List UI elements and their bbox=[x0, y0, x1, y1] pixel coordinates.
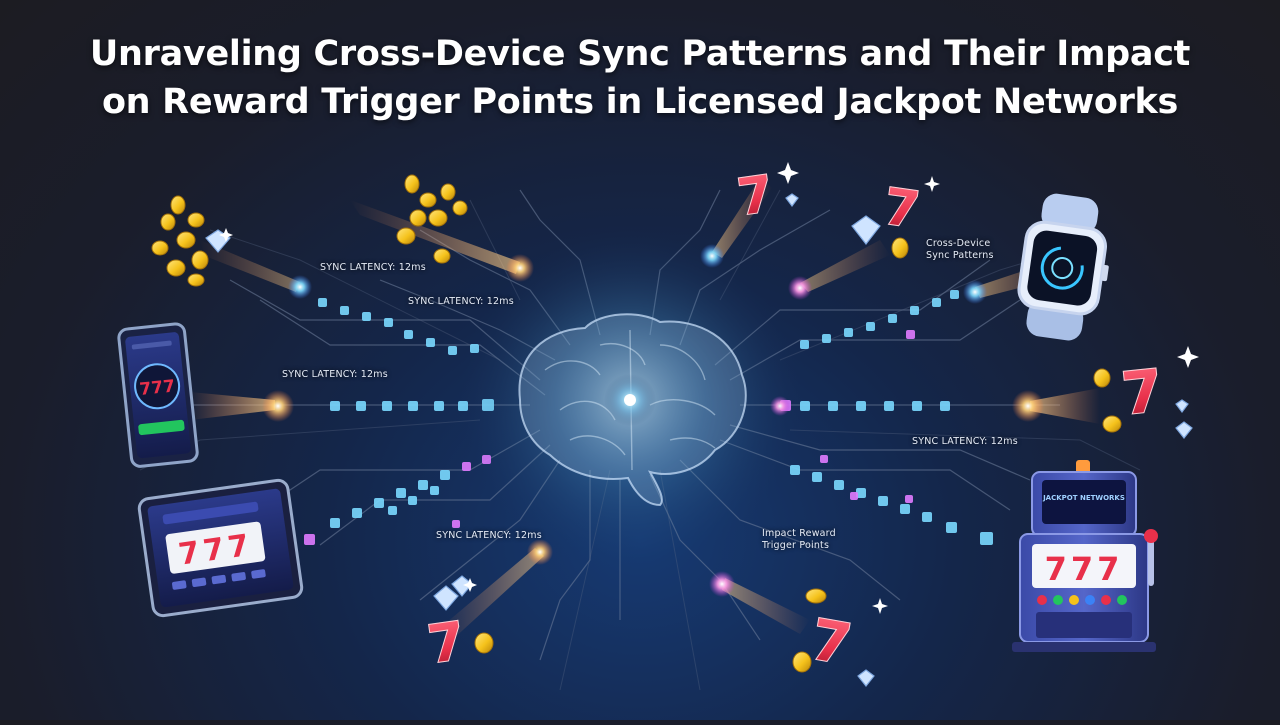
smartphone-icon: 777 bbox=[117, 322, 199, 468]
light-streams bbox=[190, 178, 1100, 640]
data-nodes-right bbox=[780, 290, 993, 545]
sync-latency-label: SYNC LATENCY: 12ms bbox=[408, 296, 514, 307]
slot-reels: 777 bbox=[1045, 550, 1124, 588]
sync-latency-label: SYNC LATENCY: 12ms bbox=[912, 436, 1018, 447]
sync-latency-label: SYNC LATENCY: 12ms bbox=[436, 530, 542, 541]
coin-icon-group bbox=[151, 174, 1122, 673]
slot-marquee: JACKPOT NETWORKS bbox=[1042, 494, 1125, 502]
smartwatch-icon bbox=[1017, 193, 1109, 341]
impact-line-2: Trigger Points bbox=[762, 540, 830, 551]
svg-text:7: 7 bbox=[806, 607, 856, 678]
sparkle-icon-group bbox=[219, 162, 1199, 614]
tablet-icon: 777 bbox=[137, 478, 304, 618]
slot-machine-icon: JACKPOT NETWORKS 777 bbox=[1012, 460, 1158, 652]
svg-text:7: 7 bbox=[880, 177, 923, 239]
sync-latency-label: SYNC LATENCY: 12ms bbox=[282, 369, 388, 380]
svg-text:7: 7 bbox=[1119, 356, 1166, 428]
phone-reels: 777 bbox=[139, 376, 176, 400]
cross-device-line-2: Sync Patterns bbox=[926, 250, 994, 261]
brain-icon bbox=[460, 230, 800, 570]
title-line-1: Unraveling Cross-Device Sync Patterns an… bbox=[89, 34, 1191, 74]
cross-device-label: Cross-Device Sync Patterns bbox=[926, 238, 1016, 262]
sync-latency-label: SYNC LATENCY: 12ms bbox=[320, 262, 426, 273]
impact-line-1: Impact Reward bbox=[762, 528, 836, 539]
cross-device-line-1: Cross-Device bbox=[926, 238, 991, 249]
svg-text:7: 7 bbox=[734, 165, 777, 227]
page-title: Unraveling Cross-Device Sync Patterns an… bbox=[0, 30, 1280, 126]
title-line-2: on Reward Trigger Points in Licensed Jac… bbox=[101, 82, 1179, 122]
impact-label: Impact Reward Trigger Points bbox=[762, 528, 852, 552]
